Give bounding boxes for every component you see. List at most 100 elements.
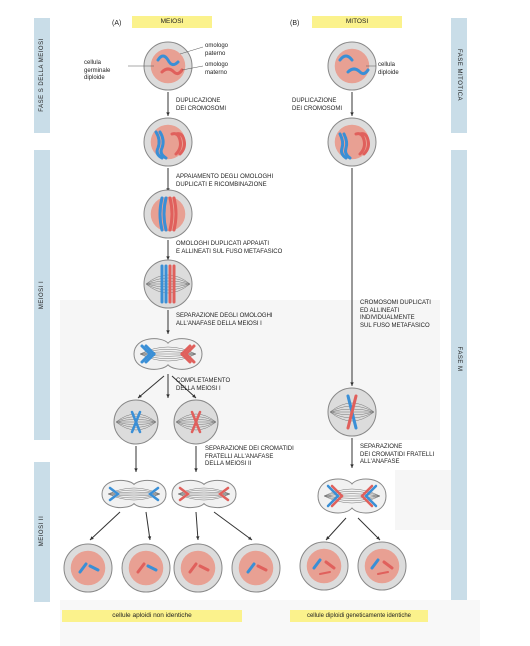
header-meiosis-title: MEIOSI (132, 16, 212, 28)
background-text-block (395, 470, 455, 530)
spindle-fiber (139, 351, 197, 355)
spindle-fiber (115, 413, 157, 423)
spindle-fiber (145, 277, 191, 285)
arrow-head (196, 536, 200, 540)
sidebar-left-bottom (34, 462, 50, 602)
spindle-fiber (139, 353, 197, 357)
chromosome (162, 196, 168, 232)
header-mitosis-letter: (B) (290, 20, 300, 27)
step-mitosis-anaphase: SEPARAZIONE DEI CROMATIDI FRATELLI ALL'A… (360, 444, 435, 465)
spindle-fiber (107, 487, 161, 495)
spindle-fiber (115, 421, 157, 428)
chromosome (178, 486, 191, 502)
step-dup-mitosis: DUPLICAZIONE DEI CROMOSOMI (292, 98, 343, 112)
chromosome (358, 132, 370, 156)
spindle-fiber (323, 493, 381, 497)
chromosome (183, 344, 196, 364)
spindle-fiber (115, 416, 157, 423)
step-pairing: APPAIAMENTO DEGLI OMOLOGHI DUPLICATI E R… (176, 174, 274, 188)
spindle-fiber (323, 491, 381, 497)
chromosome (160, 67, 184, 76)
chromosome (370, 558, 380, 570)
nucleus (364, 548, 400, 584)
chromosome (154, 130, 164, 160)
spindle-fiber (175, 416, 217, 423)
chromosome (324, 560, 336, 570)
spindle-fiber (145, 274, 191, 285)
arrow-head (194, 468, 198, 472)
nucleus (128, 550, 164, 586)
spindle-fiber (107, 493, 161, 501)
spindle-fiber (177, 491, 231, 495)
spindle-fiber (175, 421, 217, 428)
step-aligned-homologs: OMOLOGHI DUPLICATI APPAIATI E ALLINEATI … (176, 241, 283, 255)
spindle-fiber (145, 280, 191, 285)
arrow-head (138, 394, 142, 398)
sidebar-right-top (451, 18, 467, 133)
spindle-fiber (323, 495, 381, 501)
arrow-head (192, 394, 196, 398)
chromosome (158, 196, 164, 232)
arrow-head (376, 536, 380, 540)
pointer-line (179, 46, 204, 55)
spindle-fiber (175, 421, 217, 431)
spindle-fiber (139, 349, 197, 355)
step-mitosis-aligned: CROMOSOMI DUPLICATI ED ALLINEATI INDIVID… (360, 300, 431, 329)
arrow-head (166, 330, 170, 334)
sidebar-left-top (34, 18, 50, 133)
sidebar-left-mid (34, 150, 50, 440)
chromosome (108, 486, 121, 502)
spindle-fiber (107, 493, 161, 499)
spindle-fiber (175, 413, 217, 423)
spindle-fiber (115, 421, 157, 431)
chromosome (346, 394, 358, 430)
chromosome (319, 571, 331, 575)
spindle-fiber (177, 493, 231, 499)
arrow-head (350, 382, 354, 386)
chromosome (217, 486, 230, 502)
arrow-line (325, 517, 347, 541)
arrow-line (195, 511, 199, 541)
arrow-head (90, 536, 94, 540)
chromosome (188, 562, 198, 574)
pointer-line (181, 65, 204, 71)
sidebar-right-mid (451, 150, 467, 600)
chromosome (360, 484, 374, 508)
arrow-line (357, 517, 381, 541)
chromosome (136, 562, 146, 574)
chromosome (342, 132, 352, 160)
arrow-line (89, 511, 121, 541)
chromosome (338, 132, 348, 160)
step-anaphase-1: SEPARAZIONE DEGLI OMOLOGHI ALL'ANAFASE D… (176, 313, 273, 327)
chromosome (78, 562, 88, 574)
chromosome (158, 130, 168, 160)
spindle-fiber (323, 488, 381, 497)
chromosome (172, 196, 178, 232)
chromosome (156, 54, 180, 67)
label-paternal: omologo paterno (205, 43, 229, 57)
arrow-head (147, 536, 152, 540)
spindle-fiber (177, 493, 231, 501)
arrow-head (134, 468, 138, 472)
label-maternal: omologo materno (205, 62, 229, 76)
arrow-head (248, 536, 252, 540)
spindle-fiber (139, 353, 197, 359)
nucleus (334, 48, 370, 84)
chromosome (140, 344, 153, 364)
chromosome (179, 344, 192, 364)
chromosome (146, 564, 158, 572)
arrow-head (166, 256, 170, 260)
chromosome (326, 484, 340, 508)
spindle-fiber (177, 493, 231, 497)
chromosome (88, 564, 100, 572)
label-diploid-cell: cellula diploide (378, 62, 399, 76)
chromosome (346, 67, 370, 76)
spindle-fiber (139, 346, 197, 355)
chromosome (312, 558, 322, 570)
arrow-head (350, 112, 354, 116)
chromosome (377, 571, 389, 575)
step-complete-meiosis-1: COMPLETAMENTO DELLA MEIOSI I (176, 378, 231, 392)
arrow-head (326, 536, 330, 540)
